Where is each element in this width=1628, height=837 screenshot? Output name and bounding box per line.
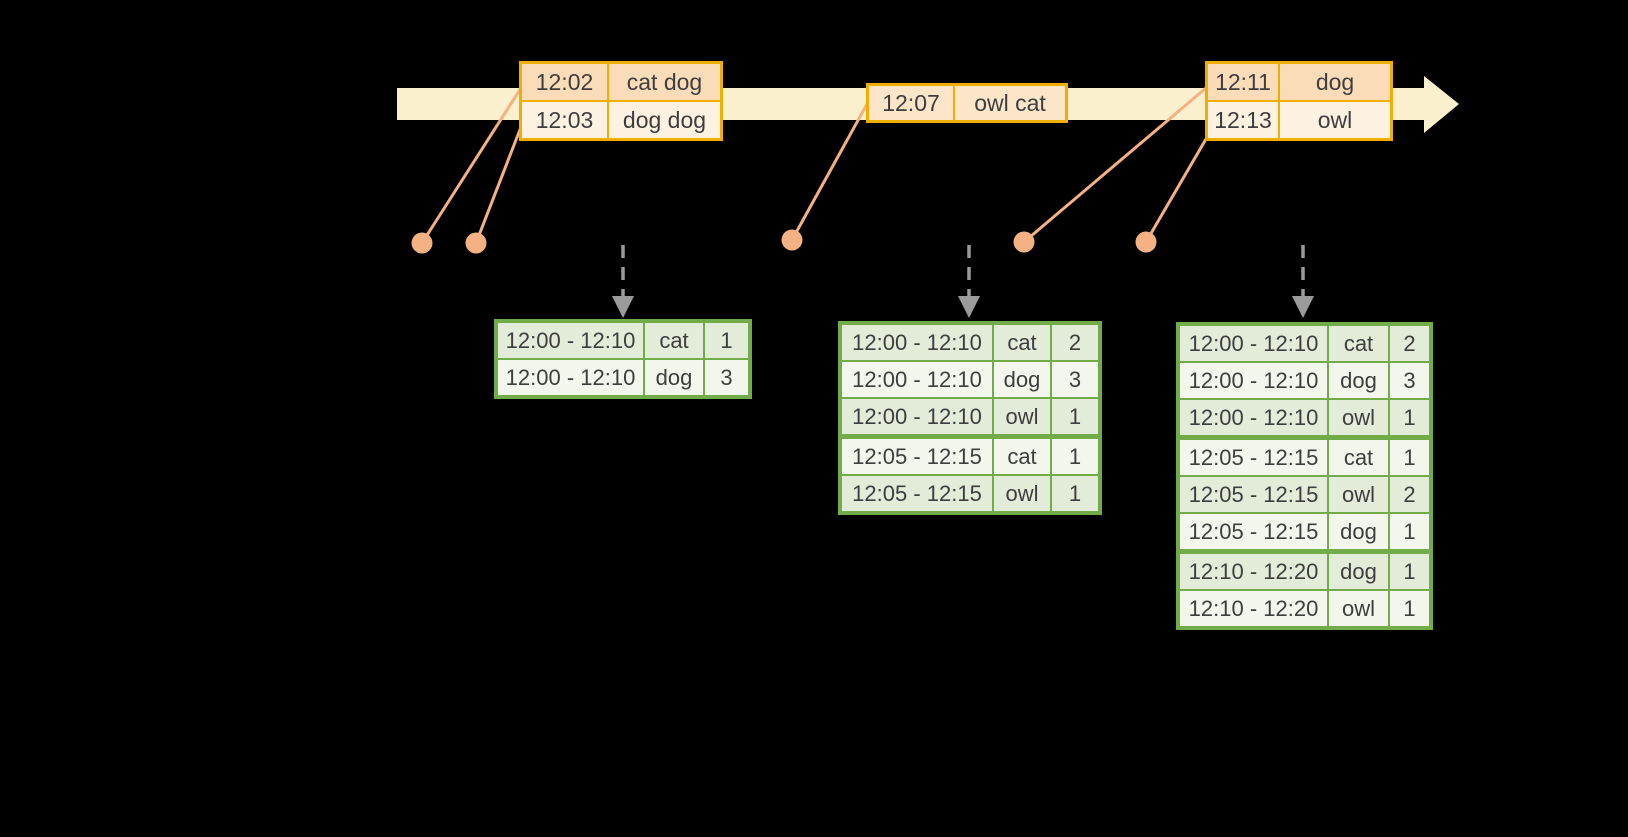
event-words-cell: dog — [1280, 64, 1390, 100]
result-table-3: 12:00 - 12:10 cat 2 12:00 - 12:10 dog 3 … — [1176, 322, 1433, 630]
trigger-arrowhead-icon — [1292, 296, 1314, 318]
event-table-2: 12:07 owl cat — [866, 83, 1068, 123]
word-cell: owl — [1329, 591, 1388, 626]
window-cell: 12:05 - 12:15 — [842, 439, 992, 474]
window-cell: 12:10 - 12:20 — [1180, 591, 1327, 626]
window-cell: 12:00 - 12:10 — [1180, 363, 1327, 398]
event-time-dot — [1135, 231, 1157, 253]
event-connector-line — [790, 103, 869, 241]
word-cell: owl — [994, 399, 1050, 434]
trigger-arrow — [612, 245, 634, 318]
event-time-cell: 12:03 — [522, 102, 607, 138]
count-cell: 1 — [1390, 514, 1429, 549]
event-time-dot — [1013, 231, 1035, 253]
window-cell: 12:00 - 12:10 — [842, 362, 992, 397]
count-cell: 1 — [1052, 399, 1098, 434]
event-row: 12:03 dog dog — [522, 102, 720, 138]
event-time-cell: 12:02 — [522, 64, 607, 100]
event-time-cell: 12:07 — [869, 86, 953, 120]
event-time-cell: 12:13 — [1208, 102, 1278, 138]
event-words-cell: dog dog — [609, 102, 720, 138]
event-row: 12:07 owl cat — [869, 86, 1065, 120]
count-cell: 1 — [1390, 554, 1429, 589]
result-row: 12:00 - 12:10 owl 1 — [1180, 400, 1429, 435]
word-cell: owl — [1329, 477, 1388, 512]
result-row: 12:05 - 12:15 cat 1 — [1180, 440, 1429, 475]
result-row: 12:00 - 12:10 dog 3 — [498, 360, 748, 395]
word-cell: cat — [1329, 440, 1388, 475]
event-time-cell: 12:11 — [1208, 64, 1278, 100]
count-cell: 1 — [1390, 400, 1429, 435]
window-cell: 12:05 - 12:15 — [1180, 477, 1327, 512]
count-cell: 1 — [1390, 591, 1429, 626]
result-row: 12:05 - 12:15 cat 1 — [842, 439, 1098, 474]
event-connector-line — [474, 126, 523, 244]
count-cell: 1 — [1390, 440, 1429, 475]
word-cell: dog — [645, 360, 703, 395]
result-row: 12:00 - 12:10 cat 1 — [498, 323, 748, 358]
event-time-dot — [781, 229, 803, 251]
result-row: 12:10 - 12:20 owl 1 — [1180, 591, 1429, 626]
trigger-arrow — [958, 245, 980, 318]
word-cell: cat — [994, 325, 1050, 360]
trigger-arrowhead-icon — [612, 296, 634, 318]
event-time-dot — [411, 232, 433, 254]
word-cell: dog — [1329, 514, 1388, 549]
window-cell: 12:05 - 12:15 — [842, 476, 992, 511]
result-row: 12:05 - 12:15 owl 2 — [1180, 477, 1429, 512]
event-time-dot — [465, 232, 487, 254]
result-table-2: 12:00 - 12:10 cat 2 12:00 - 12:10 dog 3 … — [838, 321, 1102, 515]
window-cell: 12:00 - 12:10 — [1180, 326, 1327, 361]
word-cell: cat — [994, 439, 1050, 474]
result-row: 12:10 - 12:20 dog 1 — [1180, 554, 1429, 589]
event-row: 12:13 owl — [1208, 102, 1390, 138]
event-row: 12:11 dog — [1208, 64, 1390, 100]
word-cell: cat — [1329, 326, 1388, 361]
window-cell: 12:10 - 12:20 — [1180, 554, 1327, 589]
count-cell: 3 — [1052, 362, 1098, 397]
result-row: 12:00 - 12:10 dog 3 — [842, 362, 1098, 397]
count-cell: 1 — [705, 323, 748, 358]
trigger-arrowhead-icon — [958, 296, 980, 318]
count-cell: 3 — [705, 360, 748, 395]
word-cell: cat — [645, 323, 703, 358]
event-connector-line — [1023, 86, 1207, 244]
word-cell: owl — [1329, 400, 1388, 435]
result-row: 12:00 - 12:10 cat 2 — [1180, 326, 1429, 361]
word-cell: dog — [1329, 363, 1388, 398]
event-words-cell: owl cat — [955, 86, 1065, 120]
window-cell: 12:00 - 12:10 — [842, 325, 992, 360]
word-cell: owl — [994, 476, 1050, 511]
window-cell: 12:00 - 12:10 — [1180, 400, 1327, 435]
result-table-1: 12:00 - 12:10 cat 1 12:00 - 12:10 dog 3 — [494, 319, 752, 399]
window-cell: 12:05 - 12:15 — [1180, 514, 1327, 549]
result-row: 12:05 - 12:15 owl 1 — [842, 476, 1098, 511]
word-cell: dog — [1329, 554, 1388, 589]
count-cell: 2 — [1052, 325, 1098, 360]
window-cell: 12:00 - 12:10 — [842, 399, 992, 434]
count-cell: 2 — [1390, 326, 1429, 361]
word-cell: dog — [994, 362, 1050, 397]
result-row: 12:05 - 12:15 dog 1 — [1180, 514, 1429, 549]
window-cell: 12:00 - 12:10 — [498, 323, 643, 358]
event-words-cell: cat dog — [609, 64, 720, 100]
count-cell: 1 — [1052, 439, 1098, 474]
window-cell: 12:05 - 12:15 — [1180, 440, 1327, 475]
count-cell: 2 — [1390, 477, 1429, 512]
result-row: 12:00 - 12:10 owl 1 — [842, 399, 1098, 434]
result-row: 12:00 - 12:10 dog 3 — [1180, 363, 1429, 398]
event-row: 12:02 cat dog — [522, 64, 720, 100]
event-table-3: 12:11 dog 12:13 owl — [1205, 61, 1393, 141]
event-words-cell: owl — [1280, 102, 1390, 138]
timeline-arrowhead-icon — [1424, 76, 1459, 133]
trigger-arrow — [1292, 245, 1314, 318]
event-connector-line — [1144, 138, 1208, 243]
event-connector-line — [420, 87, 523, 244]
window-cell: 12:00 - 12:10 — [498, 360, 643, 395]
count-cell: 1 — [1052, 476, 1098, 511]
result-row: 12:00 - 12:10 cat 2 — [842, 325, 1098, 360]
event-table-1: 12:02 cat dog 12:03 dog dog — [519, 61, 723, 141]
count-cell: 3 — [1390, 363, 1429, 398]
